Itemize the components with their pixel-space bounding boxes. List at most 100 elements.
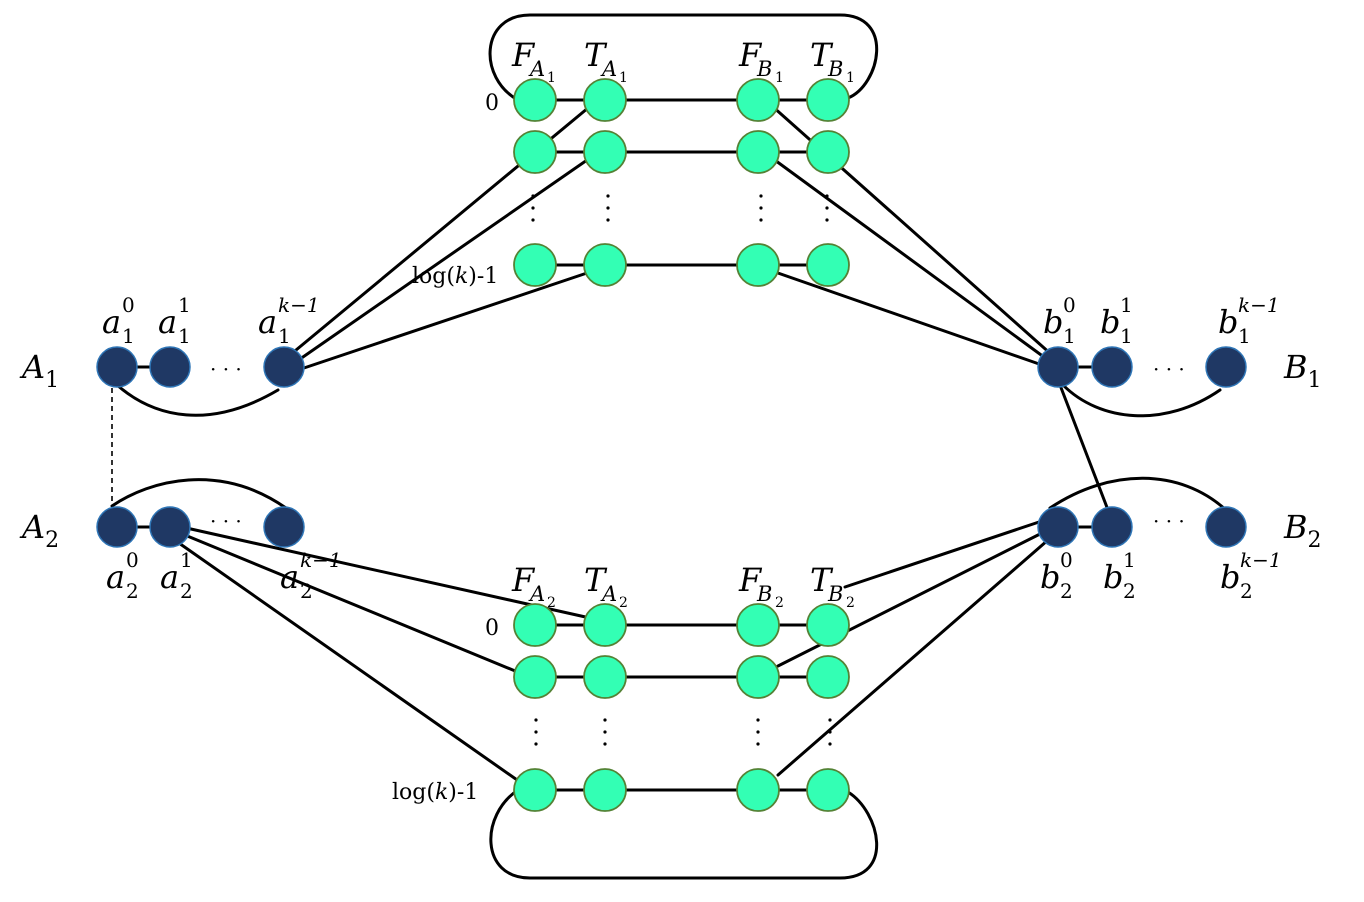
a2-loop-edge <box>110 478 288 510</box>
svg-text:1: 1 <box>180 548 193 572</box>
svg-text:2: 2 <box>180 579 193 603</box>
vertex-b1-1 <box>1091 346 1133 388</box>
svg-text:a: a <box>102 303 121 341</box>
row-label-bottom-first: 0 <box>485 616 499 641</box>
svg-text:0: 0 <box>1060 548 1073 572</box>
column-label-TA2: T A 2 <box>584 561 628 611</box>
gadget-vertex <box>806 655 850 699</box>
a1-to-gadget-edge <box>296 270 592 372</box>
vertex-label-a2k: a k−1 2 <box>280 548 342 603</box>
top-gadget <box>513 78 850 287</box>
svg-text:2: 2 <box>1060 579 1073 603</box>
svg-text:1: 1 <box>1120 293 1133 317</box>
svg-text:F: F <box>511 36 536 74</box>
a2-to-gadget-edge <box>180 525 592 620</box>
column-label-FB1: F B 1 <box>738 36 784 86</box>
svg-text:B: B <box>827 582 843 606</box>
gadget-vertex <box>736 78 780 122</box>
gadget-vertex <box>736 130 780 174</box>
svg-text:a: a <box>160 558 179 596</box>
svg-text:k−1: k−1 <box>278 293 320 317</box>
ellipsis-b1: · · · <box>1153 357 1185 381</box>
svg-text:2: 2 <box>1123 579 1136 603</box>
column-label-TB2: T B 2 <box>810 561 855 611</box>
svg-text:1: 1 <box>1120 324 1133 348</box>
gadget-vertex <box>806 603 850 647</box>
svg-text:2: 2 <box>846 595 855 611</box>
ellipsis-b2: · · · <box>1153 509 1185 533</box>
gadget-vertex <box>583 768 627 812</box>
svg-text:F: F <box>511 561 536 599</box>
vertex-label-b20: b 0 2 <box>1040 548 1073 603</box>
row-label-bottom-last: log(k)-1 <box>392 780 478 805</box>
row-label-top-first: 0 <box>485 91 499 116</box>
group-label-A2: A2 <box>19 508 59 553</box>
gadget-vertex <box>513 243 557 287</box>
gadget-vertex <box>513 768 557 812</box>
gadget-vertex <box>583 655 627 699</box>
vertex-a2-1 <box>149 506 191 548</box>
group-label-A1: A1 <box>19 348 59 393</box>
svg-text:1: 1 <box>122 324 135 348</box>
svg-text:1: 1 <box>278 324 291 348</box>
svg-text:T: T <box>584 36 608 74</box>
bottom-gadget-loop-edge <box>489 788 879 880</box>
vertex-label-a10: a 0 1 <box>102 293 135 348</box>
gadget-vertex <box>736 243 780 287</box>
b2-to-gadget-edge <box>843 519 1044 589</box>
vertex-b2-k <box>1205 506 1247 548</box>
edges <box>110 13 1228 880</box>
svg-text:B: B <box>756 582 772 606</box>
svg-text:0: 0 <box>122 293 135 317</box>
b1-to-gadget-edge <box>770 156 1050 362</box>
gadget-vertex <box>583 243 627 287</box>
column-label-FB2: F B 2 <box>738 561 784 611</box>
vertex-a2-k <box>263 506 305 548</box>
gadget-vertex <box>513 78 557 122</box>
group-label-B1: B1 <box>1283 348 1322 393</box>
svg-text:2: 2 <box>300 579 313 603</box>
vertex-b1-0 <box>1037 346 1079 388</box>
svg-text:A: A <box>600 582 617 606</box>
svg-text:a: a <box>280 558 299 596</box>
svg-text:1: 1 <box>178 324 191 348</box>
row-label-top-last: log(k)-1 <box>412 264 498 289</box>
vertex-label-b10: b 0 1 <box>1043 293 1076 348</box>
svg-text:A: A <box>528 57 545 81</box>
gadget-vertex <box>583 603 627 647</box>
group-label-B2: B2 <box>1283 508 1322 553</box>
svg-text:a: a <box>158 303 177 341</box>
svg-text:2: 2 <box>1240 579 1253 603</box>
bottom-gadget-vertical-dots <box>534 718 832 746</box>
svg-text:1: 1 <box>846 70 855 86</box>
svg-text:k−1: k−1 <box>1238 293 1280 317</box>
svg-text:1: 1 <box>1063 324 1076 348</box>
gadget-vertex <box>513 603 557 647</box>
svg-text:b: b <box>1100 303 1120 341</box>
ellipsis-a2: · · · <box>210 509 242 533</box>
column-label-TB1: T B 1 <box>810 36 855 86</box>
a2-vertices <box>96 506 305 548</box>
svg-text:F: F <box>738 36 763 74</box>
svg-text:T: T <box>810 561 834 599</box>
a1-to-gadget-edge <box>288 156 592 368</box>
svg-text:1: 1 <box>178 293 191 317</box>
svg-text:A: A <box>528 582 545 606</box>
b1-loop-edge <box>1061 383 1222 418</box>
a2-to-gadget-edge <box>178 531 522 675</box>
b1-to-gadget-edge <box>773 270 1044 367</box>
svg-text:b: b <box>1103 558 1123 596</box>
vertex-b1-k <box>1205 346 1247 388</box>
top-gadget-vertical-dots <box>531 194 829 222</box>
bottom-gadget <box>513 603 850 812</box>
vertex-a1-k <box>263 346 305 388</box>
vertex-label-b21: b 1 2 <box>1103 548 1136 603</box>
svg-text:1: 1 <box>775 70 784 86</box>
vertex-a1-0 <box>96 346 138 388</box>
vertex-label-a1k: a k−1 1 <box>258 293 320 348</box>
top-gadget-loop-edge <box>488 13 879 102</box>
a2-to-gadget-edge <box>174 539 522 784</box>
b1-vertices <box>1037 346 1247 388</box>
vertex-b2-0 <box>1037 506 1079 548</box>
vertex-a1-1 <box>149 346 191 388</box>
